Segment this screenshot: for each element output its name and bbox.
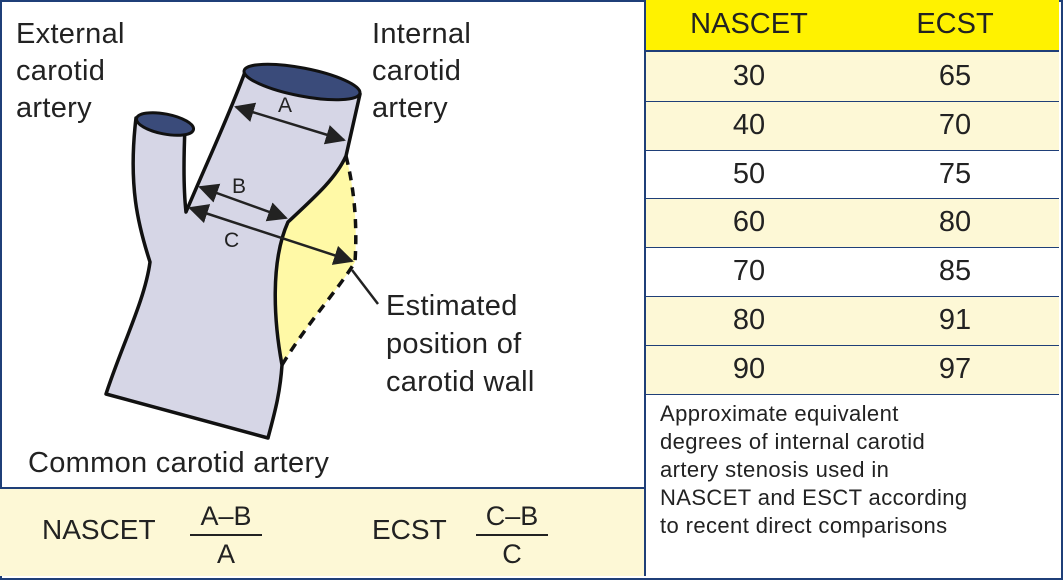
ecst-value-cell: 70 (938, 109, 972, 141)
internal-carotid-label: Internal carotid artery (372, 18, 472, 124)
nascet-value-cell: 50 (732, 158, 766, 190)
table-row: 50 75 (646, 151, 1059, 199)
table-row: 40 70 (646, 102, 1059, 151)
dimension-c-arrow (188, 204, 354, 265)
ecst-value-cell: 97 (938, 353, 972, 385)
external-carotid-opening (134, 111, 196, 137)
ecst-numerator: C–B (485, 501, 539, 531)
nascet-value-cell: 70 (732, 255, 766, 287)
table-row: 60 80 (646, 199, 1059, 248)
ecst-value-cell: 80 (938, 206, 972, 238)
ecst-denominator: C (502, 539, 522, 569)
column-divider (644, 0, 646, 576)
nascet-numerator: A–B (200, 501, 252, 531)
table-row: 80 91 (646, 297, 1059, 346)
header-ecst: ECST (916, 8, 994, 40)
ecst-value-cell: 85 (938, 255, 972, 287)
table-row: 30 65 (646, 52, 1059, 102)
dimension-a-label: A (278, 94, 292, 117)
ecst-value-cell: 91 (938, 304, 972, 336)
estimated-wall-label: Estimated position of carotid wall (386, 290, 535, 398)
dimension-c-label: C (224, 229, 239, 252)
internal-carotid-opening (242, 62, 362, 102)
nascet-denominator: A (216, 539, 235, 569)
ecst-fraction: C–B C (476, 500, 548, 570)
formula-panel (0, 489, 644, 576)
nascet-value-cell: 60 (732, 206, 766, 238)
external-carotid-label: External carotid artery (16, 18, 125, 124)
nascet-value-cell: 30 (732, 60, 766, 92)
estimated-wall-pointer (351, 269, 379, 305)
dimension-a-arrow (234, 102, 346, 145)
nascet-fraction-bar (190, 534, 262, 536)
table-row: 70 85 (646, 248, 1059, 297)
nascet-fraction: A–B A (190, 500, 262, 570)
nascet-formula-label: NASCET (42, 514, 156, 545)
formula-divider (0, 487, 644, 489)
ecst-value-cell: 75 (938, 158, 972, 190)
nascet-value-cell: 80 (732, 304, 766, 336)
dimension-b-label: B (232, 175, 246, 198)
table-caption: Approximate equivalent degrees of intern… (660, 401, 968, 538)
carotid-artery-illustration: A B C (104, 62, 379, 440)
table-body: 30 65 40 70 50 75 60 80 70 85 80 91 90 97 (646, 52, 1059, 395)
table-row: 90 97 (646, 346, 1059, 395)
table-header: NASCET ECST (646, 0, 1059, 52)
ecst-value-cell: 65 (938, 60, 972, 92)
common-carotid-label: Common carotid artery (28, 447, 330, 479)
equivalence-table: NASCET ECST 30 65 40 70 50 75 60 80 70 85 80 91 90 97 (646, 0, 1059, 395)
ecst-fraction-bar (476, 534, 548, 536)
carotid-diagram: A B C External carotid artery Internal c… (16, 18, 535, 479)
nascet-value-cell: 90 (732, 353, 766, 385)
ecst-formula-label: ECST (372, 514, 447, 545)
header-nascet: NASCET (690, 8, 808, 40)
nascet-value-cell: 40 (732, 109, 766, 141)
